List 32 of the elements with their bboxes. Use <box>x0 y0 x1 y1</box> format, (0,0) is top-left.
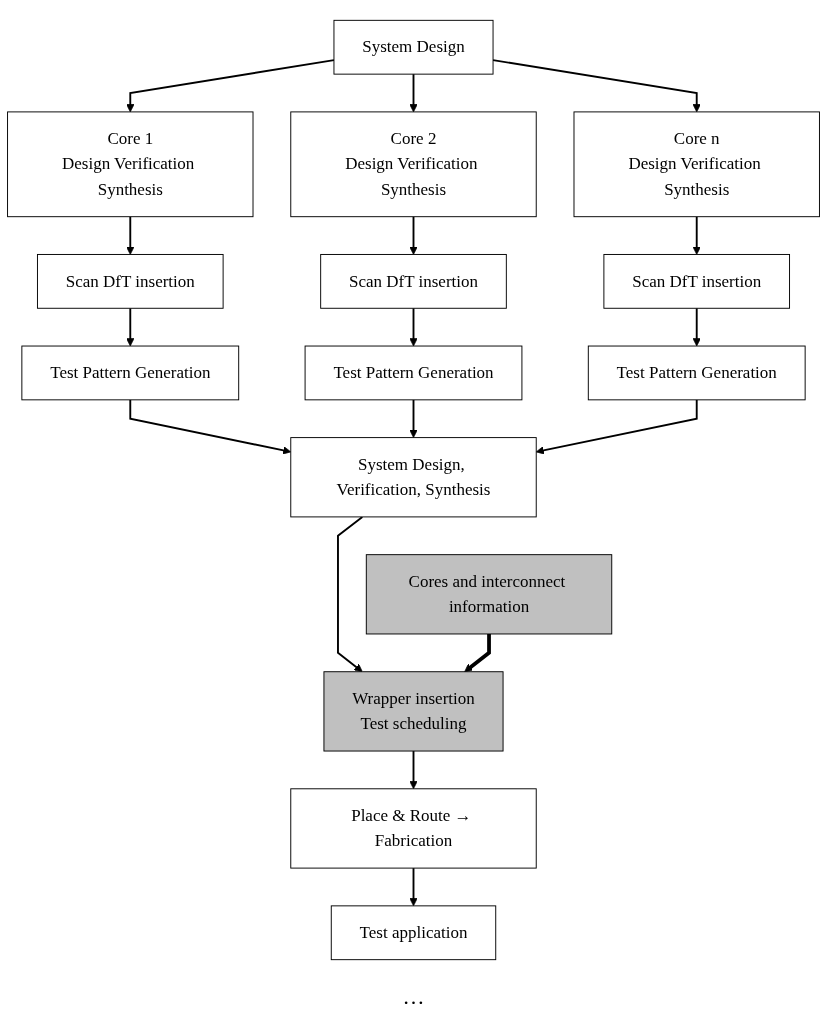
arrow <box>692 215 701 255</box>
node-box: Core 1 Design Verification Synthesis <box>7 111 254 218</box>
node-box: System Design, Verification, Synthesis <box>290 437 537 518</box>
arrow <box>409 398 418 438</box>
arrow <box>535 398 698 455</box>
node-box: Cores and interconnect information <box>365 554 613 635</box>
arrow <box>692 307 701 347</box>
arrow <box>409 73 418 113</box>
node-box: Wrapper insertion Test scheduling <box>323 671 504 752</box>
arrow <box>126 307 135 347</box>
node-box: Core n Design Verification Synthesis <box>573 111 820 218</box>
arrow <box>409 307 418 347</box>
node-box: Scan DfT insertion <box>603 254 790 309</box>
arrow <box>464 633 491 673</box>
ellipsis-note: … <box>401 984 426 1010</box>
arrow <box>337 515 364 673</box>
node-box: System Design <box>333 19 494 75</box>
arrow <box>409 750 418 790</box>
node-box: Test Pattern Generation <box>587 345 806 401</box>
arrow <box>126 59 335 113</box>
node-box: Test Pattern Generation <box>21 345 240 401</box>
node-box: Scan DfT insertion <box>320 254 507 309</box>
arrow <box>126 215 135 255</box>
arrow <box>492 59 701 113</box>
node-box: Core 2 Design Verification Synthesis <box>290 111 537 218</box>
arrow <box>129 398 292 455</box>
arrow <box>409 867 418 907</box>
arrow <box>409 215 418 255</box>
node-box: Test Pattern Generation <box>304 345 523 401</box>
node-box: Scan DfT insertion <box>37 254 224 309</box>
node-box: Place & Route → Fabrication <box>290 788 537 869</box>
node-box: Test application <box>330 905 497 961</box>
